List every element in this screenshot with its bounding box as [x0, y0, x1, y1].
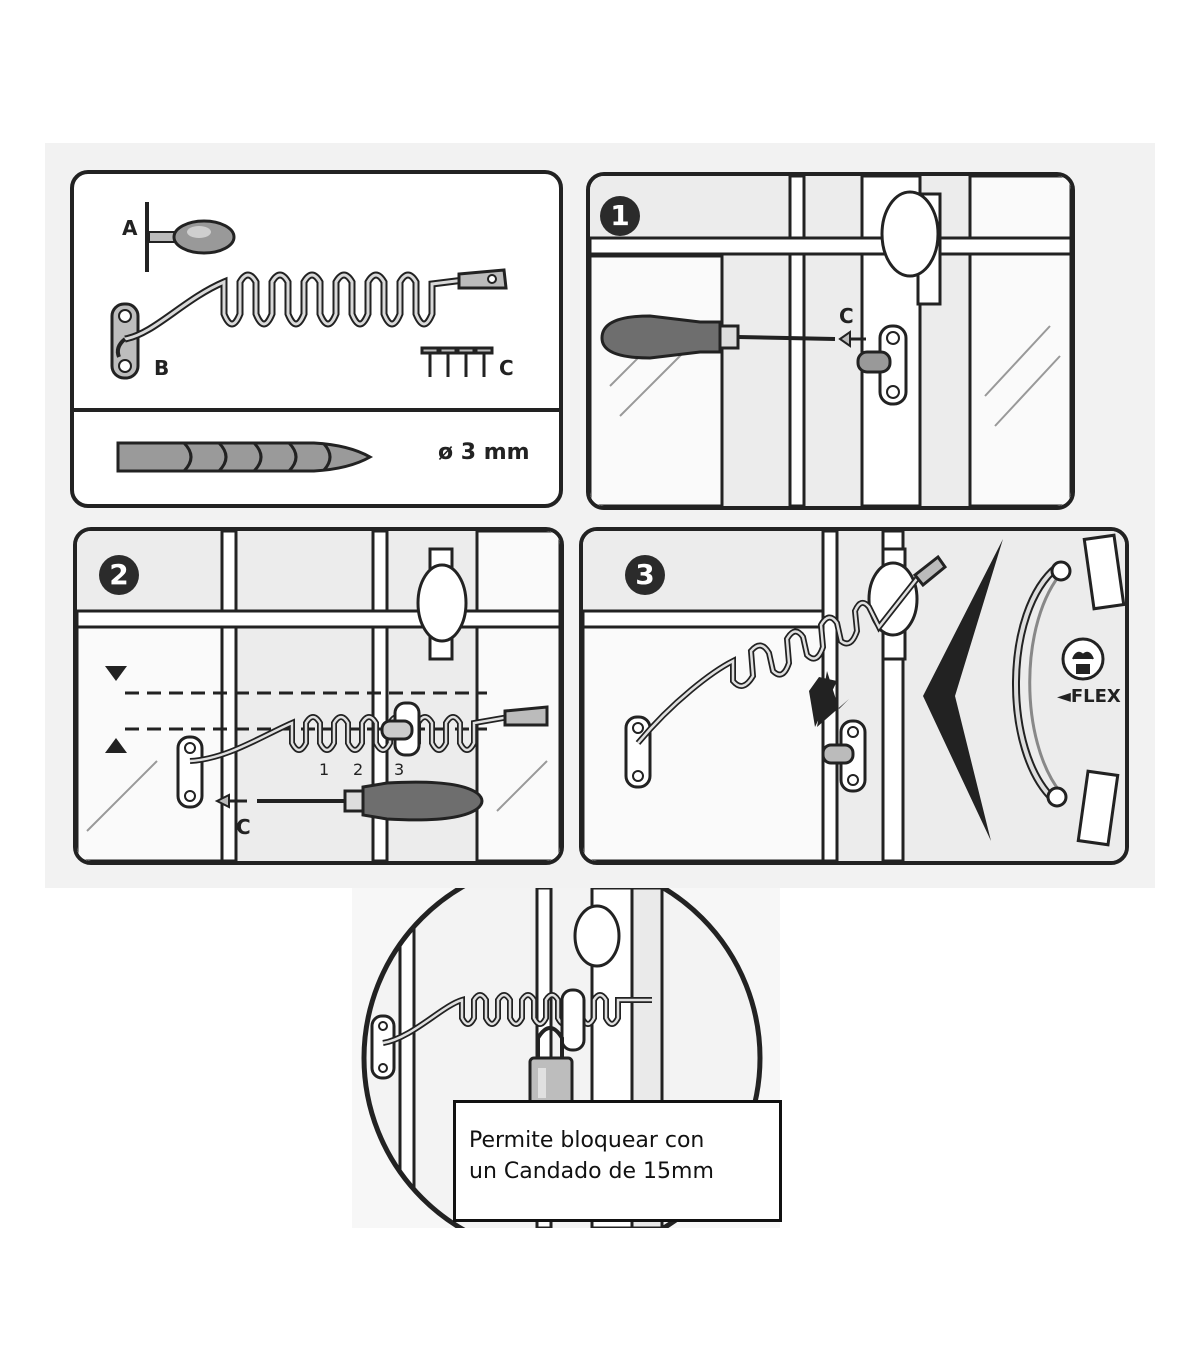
position-1-label: 1 — [319, 760, 330, 779]
label-c: C — [499, 356, 514, 380]
screwdriver-icon — [257, 780, 484, 822]
step-1-label-c: C — [839, 304, 854, 328]
step-3-illustration — [583, 531, 1125, 861]
step-3-badge: 3 — [625, 555, 665, 595]
flex-label: ◄FLEX — [1057, 686, 1121, 707]
padlock-caption-box: Permite bloquear con un Candado de 15mm — [453, 1100, 782, 1222]
step-2-illustration — [77, 531, 560, 861]
zoom-chevron-icon — [923, 539, 1003, 841]
step-1-illustration — [590, 176, 1071, 506]
padlock-icon — [528, 1026, 574, 1110]
label-a: A — [122, 216, 138, 240]
screwdriver-icon — [600, 314, 836, 360]
step-1-panel: 1 C — [586, 172, 1075, 510]
step-2-badge: 2 — [99, 555, 139, 595]
label-b: B — [154, 356, 170, 380]
caption-line-1: Permite bloquear con — [469, 1128, 705, 1153]
step-2-panel: 2 C 1 2 3 — [73, 527, 564, 865]
flex-detail-illustration — [1012, 533, 1125, 847]
step-3-panel: 3 ◄FLEX — [579, 527, 1129, 865]
arrow-down-icon — [105, 666, 127, 681]
drill-size-label: ø 3 mm — [438, 440, 530, 465]
caption-line-2: un Candado de 15mm — [469, 1159, 714, 1184]
parts-panel: A B C ø 3 mm — [70, 170, 563, 508]
step-1-badge: 1 — [600, 196, 640, 236]
arrow-up-icon — [105, 738, 127, 753]
spiral-cable — [124, 271, 465, 343]
position-3-label: 3 — [394, 760, 405, 779]
screws-part-c — [420, 346, 494, 377]
insert-arrow-icon — [809, 671, 849, 727]
position-2-label: 2 — [353, 760, 364, 779]
parts-illustration — [74, 202, 559, 473]
step-2-label-c: C — [236, 815, 251, 839]
drill-bit-icon — [116, 441, 374, 473]
